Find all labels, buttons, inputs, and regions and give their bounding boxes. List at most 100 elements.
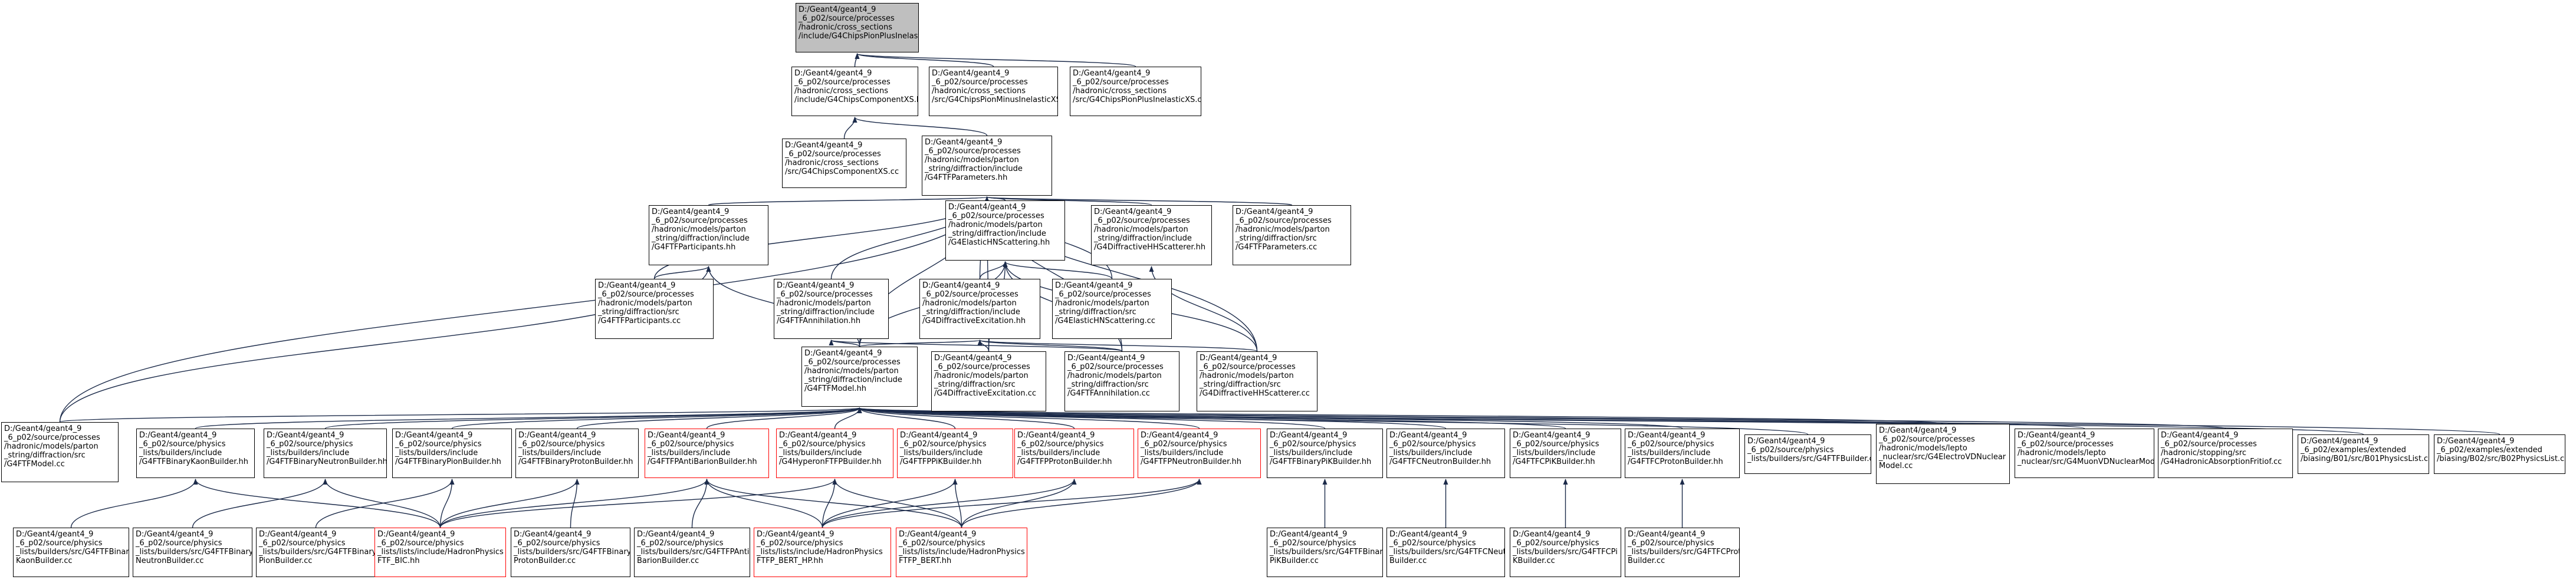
file-path-line: _6_p02/source/physics (900, 440, 987, 449)
file-node-plus-cc[interactable]: D:/Geant4/geant4_9_6_p02/source/processe… (1070, 67, 1201, 116)
file-path-line: _6_p02/source/processes (932, 78, 1028, 87)
file-node-chiral-cc[interactable]: D:/Geant4/geant4_9_6_p02/source/processe… (1876, 424, 2010, 484)
file-node-diffr-cc[interactable]: D:/Geant4/geant4_9_6_p02/source/processe… (1197, 351, 1317, 411)
file-node-hyperon-hh[interactable]: D:/Geant4/geant4_9_6_p02/source/physics_… (776, 429, 893, 478)
include-edge-ftfpbert-hh-to-ftfppi-hh (952, 479, 962, 528)
file-node-root[interactable]: D:/Geant4/geant4_9_6_p02/source/processe… (796, 3, 919, 52)
file-path-line: /G4ElasticHNScattering.hh (948, 238, 1050, 247)
file-node-ftfcpik-cc[interactable]: D:/Geant4/geant4_9_6_p02/source/physics_… (1510, 528, 1621, 577)
file-path-line: /hadronic/models/parton (1236, 225, 1330, 234)
file-path-line: _lists/builders/include (1628, 449, 1711, 457)
file-node-ftfpprot-hh[interactable]: D:/Geant4/geant4_9_6_p02/source/physics_… (1014, 429, 1134, 478)
file-path-line: _6_p02/source/processes (1067, 363, 1164, 371)
include-edge-params-hh-to-cmp-hh (852, 117, 988, 136)
file-path-line: _6_p02/source/processes (652, 216, 748, 225)
file-path-line: _6_p02/source/physics (648, 440, 734, 449)
file-node-ftfpbic-hh[interactable]: D:/Geant4/geant4_9_6_p02/source/physics_… (374, 528, 506, 577)
file-path-line: _lists/builders/include (518, 449, 602, 457)
file-node-annih-hh[interactable]: D:/Geant4/geant4_9_6_p02/source/processe… (774, 279, 889, 339)
file-node-elastic-hh[interactable]: D:/Geant4/geant4_9_6_p02/source/processe… (945, 200, 1065, 261)
file-node-binpik-cc[interactable]: D:/Geant4/geant4_9_6_p02/source/physics_… (1267, 528, 1383, 577)
file-node-minus-cc[interactable]: D:/Geant4/geant4_9_6_p02/source/processe… (929, 67, 1058, 116)
file-path-line: _lists/builders/include (139, 449, 222, 457)
file-path-line: _lists/builders/include (1389, 449, 1473, 457)
file-path-line: _6_p02/source/processes (598, 290, 694, 299)
file-node-ftfppi-hh[interactable]: D:/Geant4/geant4_9_6_p02/source/physics_… (897, 429, 1013, 478)
file-path-line: /G4FTFParticipants.cc (598, 317, 681, 325)
file-path-line: _6_p02/source/processes (1236, 216, 1332, 225)
file-node-binprot-cc[interactable]: D:/Geant4/geant4_9_6_p02/source/physics_… (511, 528, 630, 577)
file-path-line: /hadronic/models/parton (777, 299, 871, 308)
file-node-b02-cc[interactable]: D:/Geant4/geant4_9_6_p02/examples/extend… (2434, 434, 2565, 474)
file-node-part-hh[interactable]: D:/Geant4/geant4_9_6_p02/source/processe… (649, 205, 768, 265)
file-path-line: /G4FTFAnnihilation.hh (777, 317, 861, 325)
file-node-ftfcneut-hh[interactable]: D:/Geant4/geant4_9_6_p02/source/physics_… (1386, 429, 1505, 478)
file-node-model-hh[interactable]: D:/Geant4/geant4_9_6_p02/source/processe… (801, 347, 918, 407)
file-path-line: D:/Geant4/geant4_9 (139, 431, 217, 440)
file-node-binpik-hh[interactable]: D:/Geant4/geant4_9_6_p02/source/physics_… (1267, 429, 1383, 478)
file-node-binpion-cc[interactable]: D:/Geant4/geant4_9_6_p02/source/physics_… (256, 528, 376, 577)
file-node-antibar-cc[interactable]: D:/Geant4/geant4_9_6_p02/source/physics_… (634, 528, 750, 577)
file-node-annih-cc[interactable]: D:/Geant4/geant4_9_6_p02/source/processe… (1064, 351, 1179, 411)
include-edge-part-hh-to-params-hh (708, 196, 989, 206)
file-node-cmp-cc[interactable]: D:/Geant4/geant4_9_6_p02/source/processe… (782, 139, 906, 188)
file-node-params-cc[interactable]: D:/Geant4/geant4_9_6_p02/source/processe… (1233, 205, 1351, 265)
file-path-line: _string/diffraction/include (922, 308, 1020, 317)
file-path-line: /biasing/B01/src/B01PhysicsList.cc (2301, 454, 2429, 463)
file-path-line: _6_p02/source/processes (799, 14, 895, 23)
file-node-binprot-hh[interactable]: D:/Geant4/geant4_9_6_p02/source/physics_… (515, 429, 639, 478)
file-node-part-cc[interactable]: D:/Geant4/geant4_9_6_p02/source/processe… (595, 279, 714, 339)
file-path-line: _lists/builders/include (900, 449, 983, 457)
file-node-binneut-cc[interactable]: D:/Geant4/geant4_9_6_p02/source/physics_… (133, 528, 252, 577)
file-path-line: /G4FTFModel.cc (4, 460, 65, 469)
file-node-excit-hh[interactable]: D:/Geant4/geant4_9_6_p02/source/processe… (919, 279, 1040, 339)
file-path-line: _string/diffraction/src (1236, 234, 1317, 243)
file-path-line: /hadronic/cross_sections (1073, 87, 1167, 95)
file-node-binkaon-cc[interactable]: D:/Geant4/geant4_9_6_p02/source/physics_… (13, 528, 129, 577)
file-node-elastic-cc[interactable]: D:/Geant4/geant4_9_6_p02/source/processe… (1052, 279, 1172, 339)
file-node-ftfpbert-hp-hh[interactable]: D:/Geant4/geant4_9_6_p02/source/physics_… (754, 528, 891, 577)
file-path-line: /G4FTFCNeutronBuilder.hh (1389, 457, 1491, 466)
include-edge-binpion-cc-to-binpion-hh (315, 479, 455, 528)
file-node-ftfcpik-hh[interactable]: D:/Geant4/geant4_9_6_p02/source/physics_… (1510, 429, 1621, 478)
file-path-line: _6_p02/source/physics (139, 440, 226, 449)
file-path-line: /G4FTFPNeutronBuilder.hh (1141, 457, 1241, 466)
file-node-diffr-hh[interactable]: D:/Geant4/geant4_9_6_p02/source/processe… (1091, 205, 1212, 265)
file-node-model-cc[interactable]: D:/Geant4/geant4_9_6_p02/source/processe… (1, 422, 119, 482)
file-node-ftfcneut-cc[interactable]: D:/Geant4/geant4_9_6_p02/source/physics_… (1386, 528, 1505, 577)
include-edge-ftfpbert-hh-to-ftfpprot-hh (961, 479, 1077, 528)
file-path-line: _lists/builders/include (648, 449, 731, 457)
file-path-line: _6_p02/examples/extended (2437, 446, 2542, 454)
include-edge-antibar-hh-to-model-hh (706, 407, 862, 429)
file-path-line: D:/Geant4/geant4_9 (1879, 426, 1957, 435)
file-path-line: D:/Geant4/geant4_9 (1628, 431, 1706, 440)
file-path-line: PionBuilder.cc (259, 556, 313, 565)
file-node-binpion-hh[interactable]: D:/Geant4/geant4_9_6_p02/source/physics_… (392, 429, 512, 478)
file-node-excit-cc[interactable]: D:/Geant4/geant4_9_6_p02/source/processe… (931, 351, 1046, 411)
file-node-ftfpneut-hh[interactable]: D:/Geant4/geant4_9_6_p02/source/physics_… (1138, 429, 1261, 478)
file-node-ftfcprot-hh[interactable]: D:/Geant4/geant4_9_6_p02/source/physics_… (1625, 429, 1740, 478)
file-node-cmp-hh[interactable]: D:/Geant4/geant4_9_6_p02/source/processe… (791, 67, 918, 116)
file-path-line: Builder.cc (1389, 556, 1427, 565)
file-path-line: /hadronic/models/parton (1067, 371, 1162, 380)
file-path-line: D:/Geant4/geant4_9 (925, 138, 1003, 147)
file-node-muon-cc[interactable]: D:/Geant4/geant4_9_6_p02/source/processe… (2015, 429, 2154, 478)
file-path-line: /G4FTFModel.hh (804, 384, 867, 393)
file-node-params-hh[interactable]: D:/Geant4/geant4_9_6_p02/source/processe… (922, 136, 1052, 196)
file-node-antibar-hh[interactable]: D:/Geant4/geant4_9_6_p02/source/physics_… (645, 429, 769, 478)
file-node-b01-cc[interactable]: D:/Geant4/geant4_9_6_p02/examples/extend… (2298, 434, 2429, 474)
file-node-ftfpbert-hh[interactable]: D:/Geant4/geant4_9_6_p02/source/physics_… (896, 528, 1027, 577)
file-path-line: _6_p02/source/processes (922, 290, 1018, 299)
file-path-line: /G4HadronicAbsorptionFritiof.cc (2161, 457, 2282, 466)
file-node-absorb-cc[interactable]: D:/Geant4/geant4_9_6_p02/source/processe… (2158, 429, 2293, 478)
include-edge-ftfpneut-hh-to-model-hh (857, 407, 1200, 429)
file-node-binkaon-hh[interactable]: D:/Geant4/geant4_9_6_p02/source/physics_… (136, 429, 255, 478)
file-node-ftfcprot-cc[interactable]: D:/Geant4/geant4_9_6_p02/source/physics_… (1625, 528, 1740, 577)
file-path-line: _6_p02/source/physics (518, 440, 605, 449)
include-edge-annih-cc-to-excit-hh (977, 340, 1123, 352)
file-node-binneut-hh[interactable]: D:/Geant4/geant4_9_6_p02/source/physics_… (264, 429, 387, 478)
file-node-ftfbuilder-cc[interactable]: D:/Geant4/geant4_9_6_p02/source/physics_… (1744, 434, 1871, 474)
file-path-line: _6_p02/source/processes (934, 363, 1030, 371)
include-edge-ftfpbic-hh-to-binpion-hh (439, 479, 455, 528)
file-path-line: D:/Geant4/geant4_9 (1236, 207, 1313, 216)
